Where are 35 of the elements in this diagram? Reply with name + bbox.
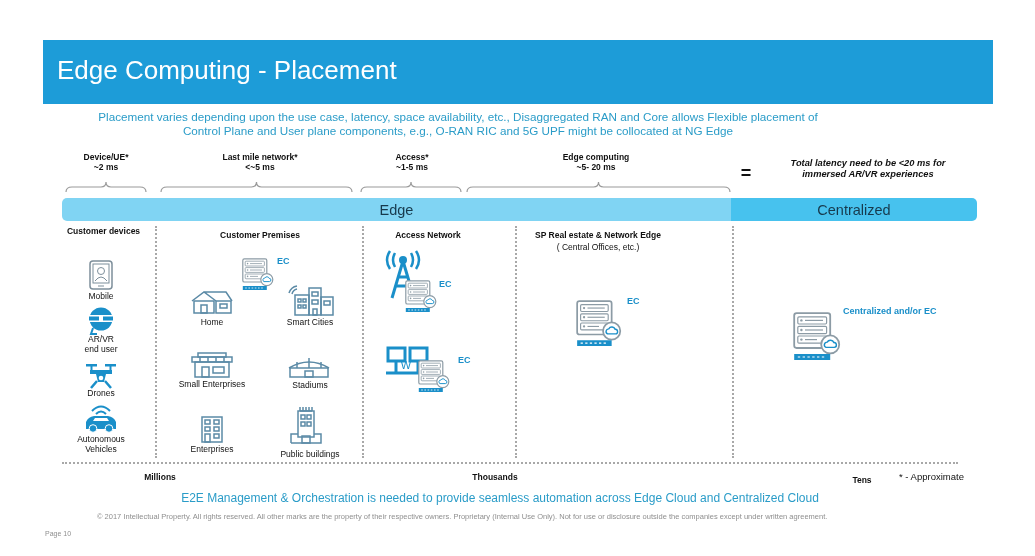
column-subheading: ( Central Offices, etc.) xyxy=(555,242,641,253)
icon-caption: Home xyxy=(199,317,225,328)
ec-label: EC xyxy=(627,296,641,307)
scale-label: Tens xyxy=(851,475,873,486)
subtitle: Placement varies depending upon the use case, latency, space availability, etc., Disaggregated RAN and Core allows Flexible placement of Control Plane and User plane components, e.g., O-RAN RIC and 5G UPF might be collocated at NG Edge xyxy=(97,110,819,139)
latency-label: Last mile network* <~5 ms xyxy=(221,152,299,173)
column-heading: Access Network xyxy=(394,230,462,241)
latency-label: Device/UE* ~2 ms xyxy=(82,152,130,173)
latency-label: Edge computing ~5- 20 ms xyxy=(561,152,631,173)
icon-caption: Small Enterprises xyxy=(177,379,247,390)
icon-caption: Mobile xyxy=(87,291,115,302)
ec-label: Centralized and/or EC xyxy=(843,306,938,317)
ec-label: EC xyxy=(458,355,472,366)
icon-caption: Drones xyxy=(86,388,116,399)
column-heading: Customer Premises xyxy=(219,230,301,241)
scale-label: Millions xyxy=(143,472,177,483)
management-note: E2E Management & Orchestration is needed to provide seamless automation across Edge Cloud and Centralized Cloud xyxy=(180,491,820,506)
latency-label: Access* ~1-5 ms xyxy=(394,152,430,173)
icon-caption: Stadiums xyxy=(291,380,329,391)
latency-note: Total latency need to be <20 ms for immersed AR/VR experiences xyxy=(789,158,947,181)
equals-sign: = xyxy=(739,163,753,185)
icon-caption: AR/VR end user xyxy=(83,334,119,355)
column-heading: Customer devices xyxy=(65,226,142,237)
column-heading: SP Real estate & Network Edge xyxy=(534,230,662,241)
region-band: Edge xyxy=(62,198,731,221)
title-text: Edge Computing - Placement xyxy=(57,55,397,86)
icon-caption: Smart Cities xyxy=(285,317,335,328)
icon-caption: Public buildings xyxy=(279,449,341,460)
footnote: * - Approximate xyxy=(899,471,965,483)
ec-label: EC xyxy=(439,279,453,290)
scale-label: Thousands xyxy=(471,472,519,483)
icon-caption: Enterprises xyxy=(189,444,235,455)
region-band: Centralized xyxy=(731,198,977,221)
ec-label: EC xyxy=(277,256,291,267)
icon-caption: Autonomous Vehicles xyxy=(76,434,126,455)
